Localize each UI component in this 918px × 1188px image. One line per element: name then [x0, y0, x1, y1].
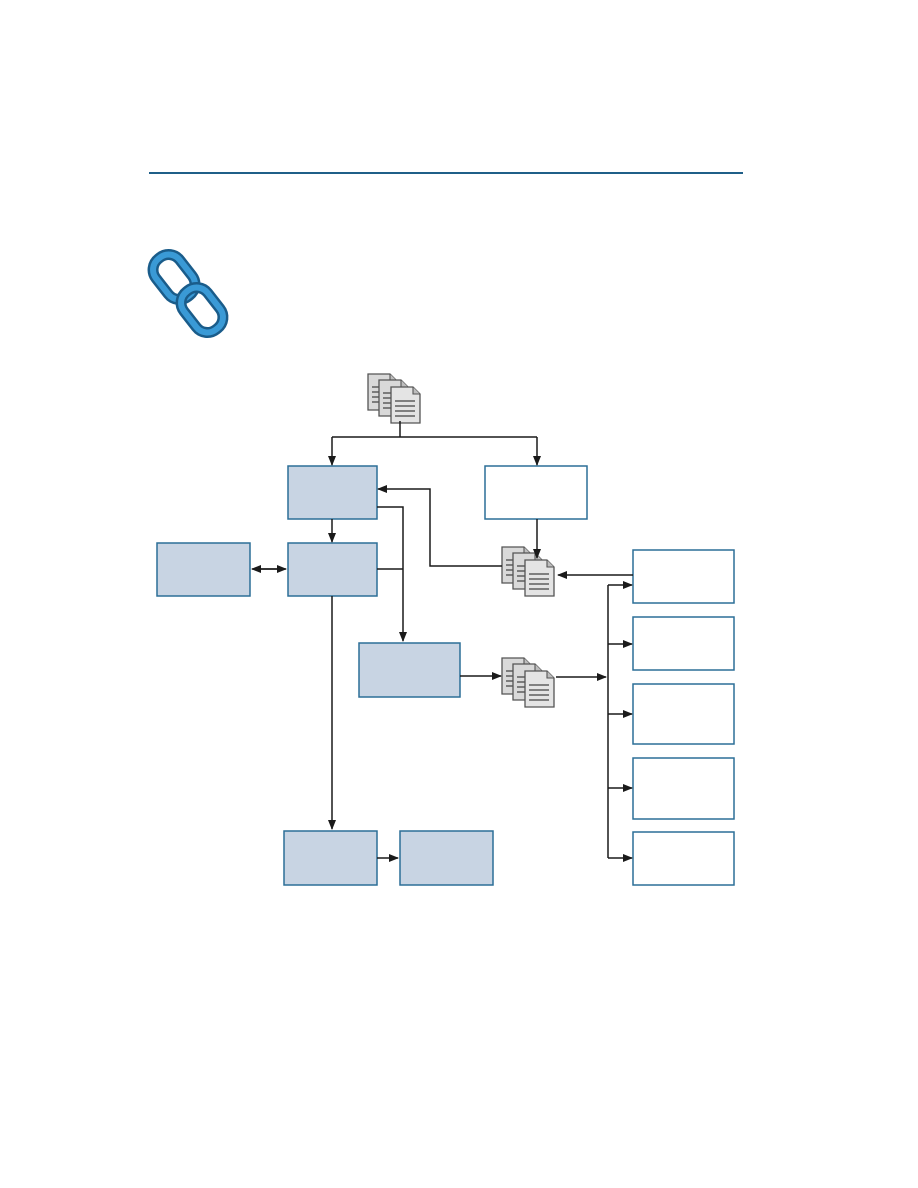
chain-link-icon: [147, 249, 229, 338]
box-right-1: [632, 549, 735, 604]
box-bottom-right: [399, 830, 494, 886]
box-right-5: [632, 831, 735, 886]
box-top-right: [484, 465, 588, 520]
box-left: [156, 542, 251, 597]
box-bottom-left: [283, 830, 378, 886]
box-right-3: [632, 683, 735, 745]
document-stack-icon: [367, 373, 421, 424]
box-center-top: [287, 465, 378, 520]
box-center-mid: [287, 542, 378, 597]
document-stack-icon: [501, 546, 555, 597]
box-right-4: [632, 757, 735, 820]
document-stack-icon: [501, 657, 555, 708]
connectors: [251, 421, 633, 862]
box-center-low: [358, 642, 461, 698]
box-right-2: [632, 616, 735, 671]
